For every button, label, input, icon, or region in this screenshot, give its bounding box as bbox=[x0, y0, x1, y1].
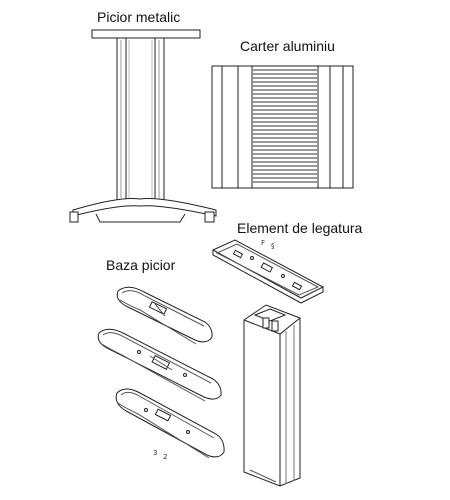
svg-text:2: 2 bbox=[163, 453, 167, 461]
leg-base-drawing-2 bbox=[97, 328, 222, 402]
label-carter-aluminiu: Carter aluminiu bbox=[240, 38, 335, 54]
leg-base-drawing-3: 3 2 bbox=[115, 388, 225, 461]
connecting-element-drawing: F § bbox=[211, 239, 325, 304]
column-profile-drawing bbox=[243, 304, 301, 487]
leg-base-drawing-1 bbox=[116, 286, 213, 345]
svg-text:F: F bbox=[261, 239, 265, 247]
aluminium-housing-drawing bbox=[211, 65, 354, 189]
label-baza-picior: Baza picior bbox=[106, 257, 176, 273]
metal-leg-drawing bbox=[69, 29, 217, 223]
svg-text:3: 3 bbox=[153, 449, 157, 457]
label-element-legatura: Element de legatura bbox=[237, 220, 363, 236]
svg-text:§: § bbox=[271, 242, 275, 250]
label-picior-metalic: Picior metalic bbox=[97, 9, 181, 25]
